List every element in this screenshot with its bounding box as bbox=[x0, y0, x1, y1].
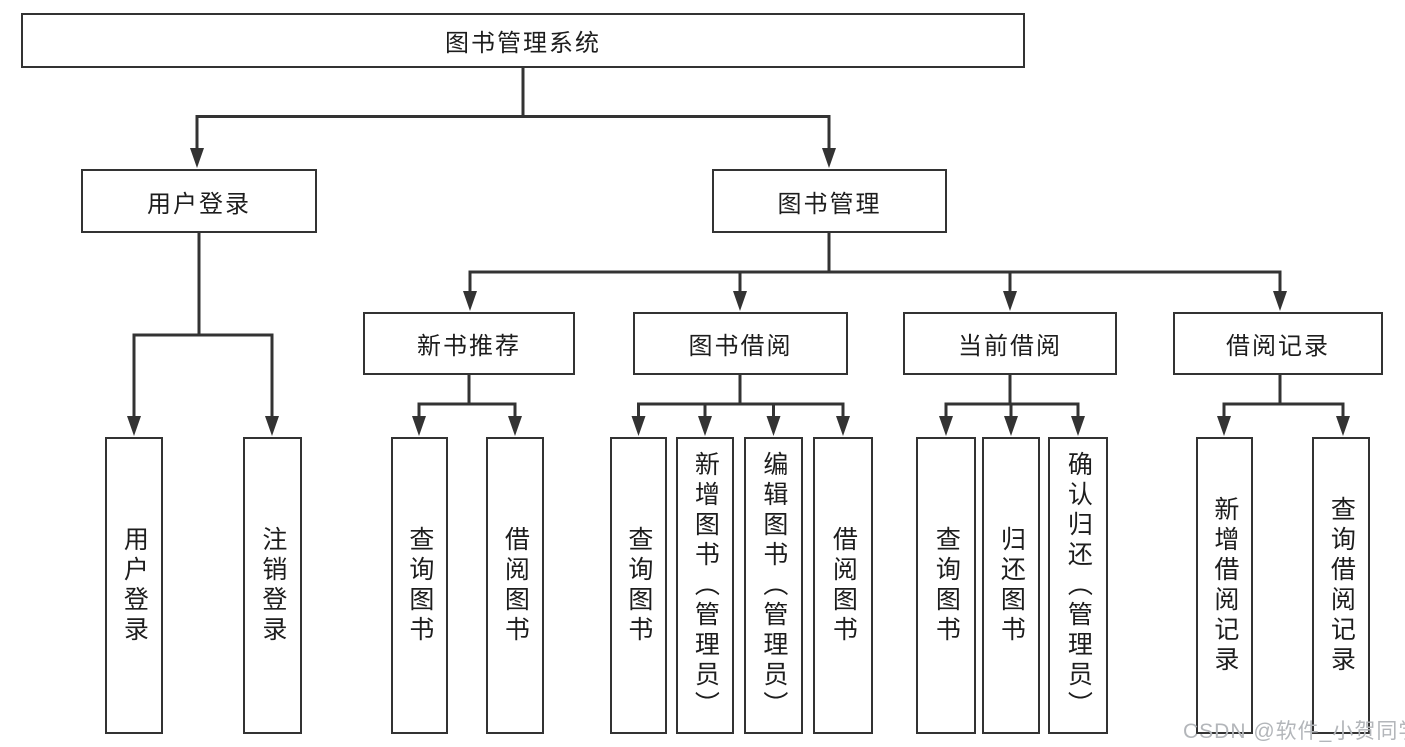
node-root-label: 图书管理系统 bbox=[445, 30, 601, 57]
node-book-borrow-label: 图书借阅 bbox=[688, 333, 793, 360]
leaf-query-books-current: 查询图书 bbox=[916, 437, 976, 734]
connector-root-to-level2 bbox=[190, 68, 836, 168]
node-borrow-records-label: 借阅记录 bbox=[1226, 333, 1330, 360]
node-borrow-records: 借阅记录 bbox=[1173, 312, 1383, 375]
leaf-confirm-return-admin: 确认归还（管理员） bbox=[1048, 437, 1108, 734]
leaf-return-book-label: 归还图书 bbox=[997, 525, 1026, 646]
leaf-add-borrow-record: 新增借阅记录 bbox=[1196, 437, 1253, 734]
leaf-edit-book-admin: 编辑图书（管理员） bbox=[744, 437, 803, 734]
connector-userlogin-to-leaves bbox=[127, 233, 279, 436]
node-book-borrow: 图书借阅 bbox=[633, 312, 848, 375]
leaf-query-books-recommend-label: 查询图书 bbox=[405, 525, 434, 646]
node-new-book-recommend-label: 新书推荐 bbox=[417, 333, 521, 360]
leaf-query-borrow-record-label: 查询借阅记录 bbox=[1327, 495, 1356, 676]
connector-currentborrow-to-leaves bbox=[939, 375, 1085, 436]
leaf-borrow-books-label: 借阅图书 bbox=[829, 525, 858, 646]
leaf-user-login-label: 用户登录 bbox=[120, 525, 149, 646]
leaf-borrow-books-recommend-label: 借阅图书 bbox=[501, 525, 530, 646]
leaf-edit-book-admin-label: 编辑图书（管理员） bbox=[759, 450, 788, 721]
connector-bookmgmt-to-level3 bbox=[463, 233, 1287, 311]
leaf-return-book: 归还图书 bbox=[982, 437, 1040, 734]
leaf-confirm-return-admin-label: 确认归还（管理员） bbox=[1064, 450, 1093, 721]
node-book-management: 图书管理 bbox=[712, 169, 947, 233]
node-current-borrow: 当前借阅 bbox=[903, 312, 1117, 375]
leaf-query-books-current-label: 查询图书 bbox=[932, 525, 961, 646]
node-root: 图书管理系统 bbox=[21, 13, 1025, 68]
connector-newbook-to-leaves bbox=[412, 375, 522, 436]
leaf-logout: 注销登录 bbox=[243, 437, 302, 734]
connector-bookborrow-to-leaves bbox=[631, 375, 850, 436]
node-book-management-label: 图书管理 bbox=[777, 190, 882, 218]
leaf-add-book-admin-label: 新增图书（管理员） bbox=[691, 450, 720, 721]
connector-records-to-leaves bbox=[1217, 375, 1350, 436]
leaf-borrow-books: 借阅图书 bbox=[813, 437, 873, 734]
node-new-book-recommend: 新书推荐 bbox=[363, 312, 575, 375]
leaf-add-book-admin: 新增图书（管理员） bbox=[676, 437, 734, 734]
leaf-query-books-recommend: 查询图书 bbox=[391, 437, 448, 734]
csdn-watermark: CSDN @软件_小贺同学 bbox=[1183, 720, 1405, 743]
node-current-borrow-label: 当前借阅 bbox=[958, 333, 1062, 360]
leaf-logout-label: 注销登录 bbox=[258, 525, 287, 646]
leaf-query-borrow-record: 查询借阅记录 bbox=[1312, 437, 1370, 734]
leaf-user-login: 用户登录 bbox=[105, 437, 163, 734]
node-user-login-branch: 用户登录 bbox=[81, 169, 317, 233]
leaf-add-borrow-record-label: 新增借阅记录 bbox=[1210, 495, 1239, 676]
leaf-borrow-books-recommend: 借阅图书 bbox=[486, 437, 544, 734]
leaf-query-books-borrow-label: 查询图书 bbox=[624, 525, 653, 646]
node-user-login-branch-label: 用户登录 bbox=[147, 190, 251, 218]
leaf-query-books-borrow: 查询图书 bbox=[610, 437, 667, 734]
